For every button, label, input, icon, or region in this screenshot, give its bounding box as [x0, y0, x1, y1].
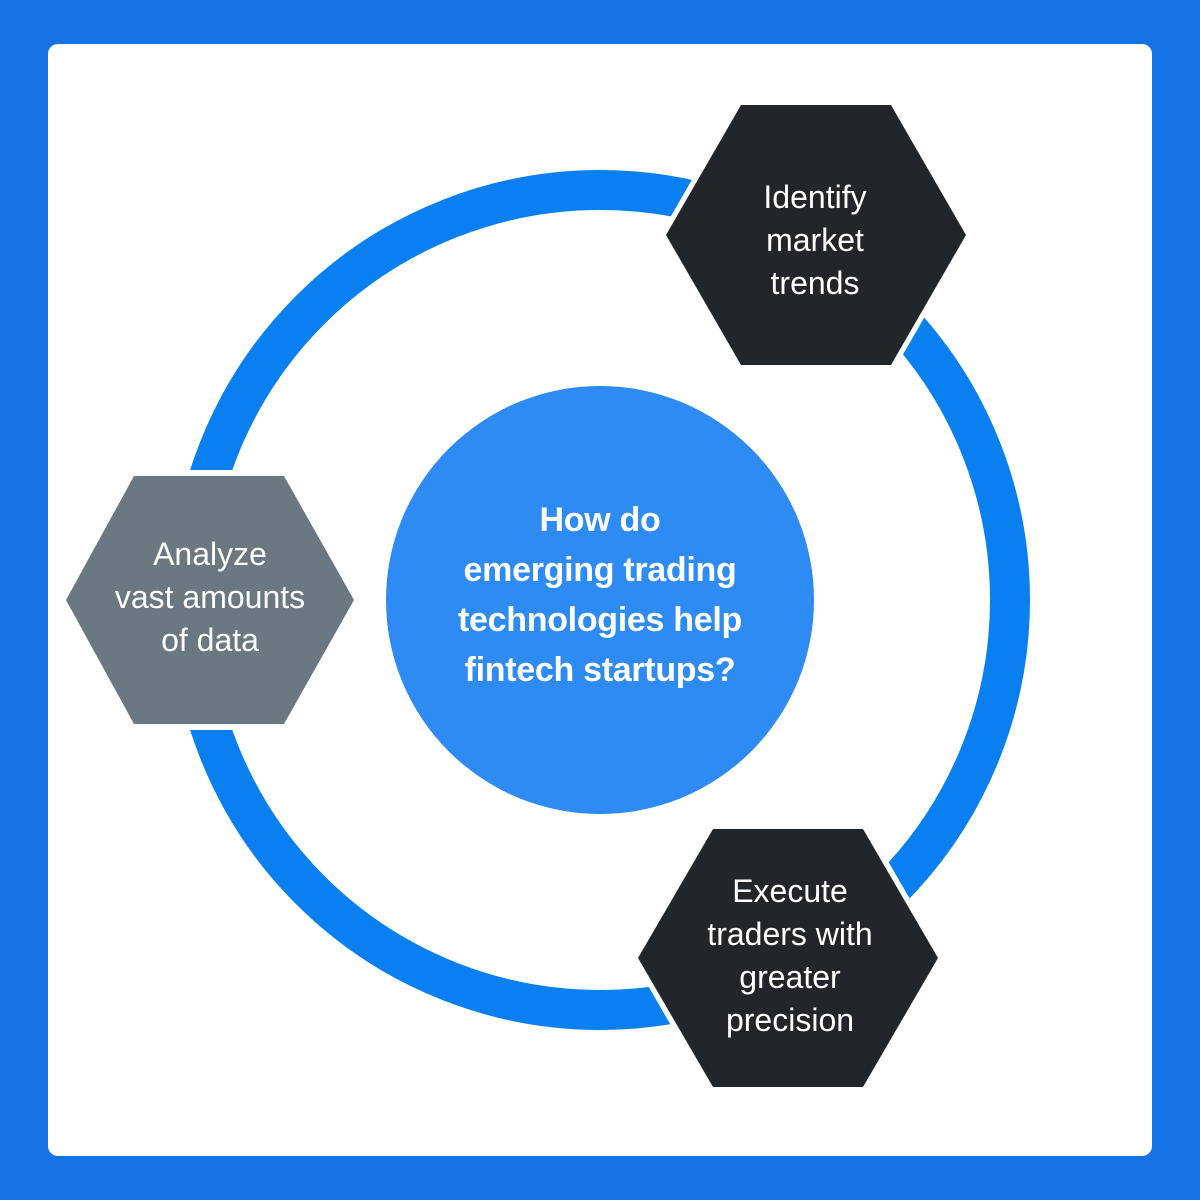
- hexagon-identify: [666, 105, 966, 365]
- node-label-analyze: Analyze vast amounts of data: [114, 536, 306, 658]
- center-circle: [386, 386, 814, 814]
- node-label-execute: Execute traders with greater precision: [707, 873, 873, 1038]
- hexagon-execute: [638, 829, 938, 1087]
- node-label-identify: Identify market trends: [763, 179, 867, 301]
- hexagon-analyze: [66, 476, 354, 724]
- center-question: How do emerging trading technologies hel…: [458, 501, 742, 689]
